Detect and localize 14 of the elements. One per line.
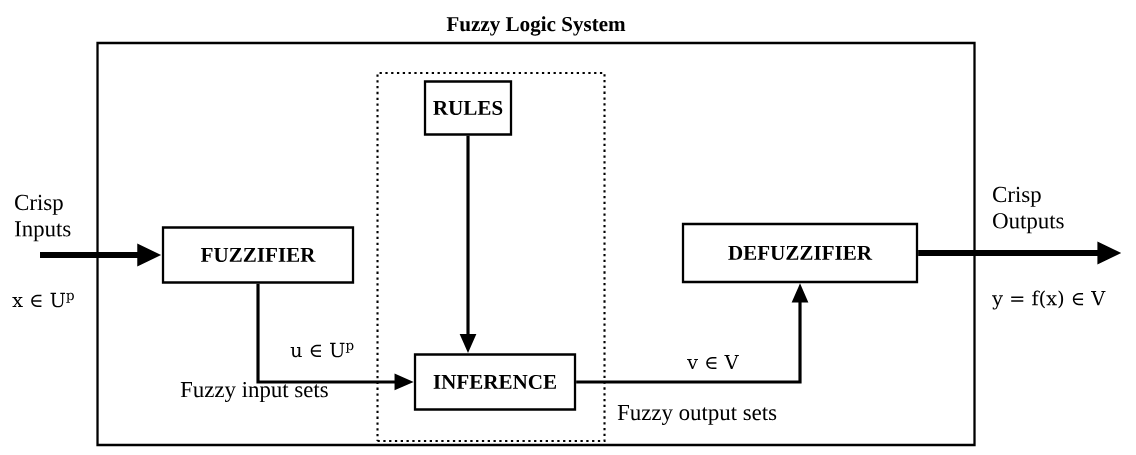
label-text: Crisp Inputs [14, 194, 71, 242]
edge-label: u ∈ U$^{p}$ [290, 342, 354, 358]
process-box: DEFUZZIFIER [681, 222, 919, 284]
node-label: Fuzzy Logic System [446, 16, 626, 36]
label-text: x ∈ U$^{p}$ [12, 292, 74, 308]
process-box: RULES [423, 80, 513, 136]
label-text: y = f(x) ∈ V [992, 290, 1106, 310]
edge-label: v ∈ V [687, 354, 739, 370]
process-box: INFERENCE [413, 353, 577, 411]
process-box: FUZZIFIER [161, 226, 355, 284]
label-text: Crisp Outputs [993, 186, 1064, 234]
label-text: Fuzzy input sets [180, 381, 328, 402]
dotted-group-box [376, 71, 606, 443]
label-text: Fuzzy output sets [617, 405, 777, 425]
